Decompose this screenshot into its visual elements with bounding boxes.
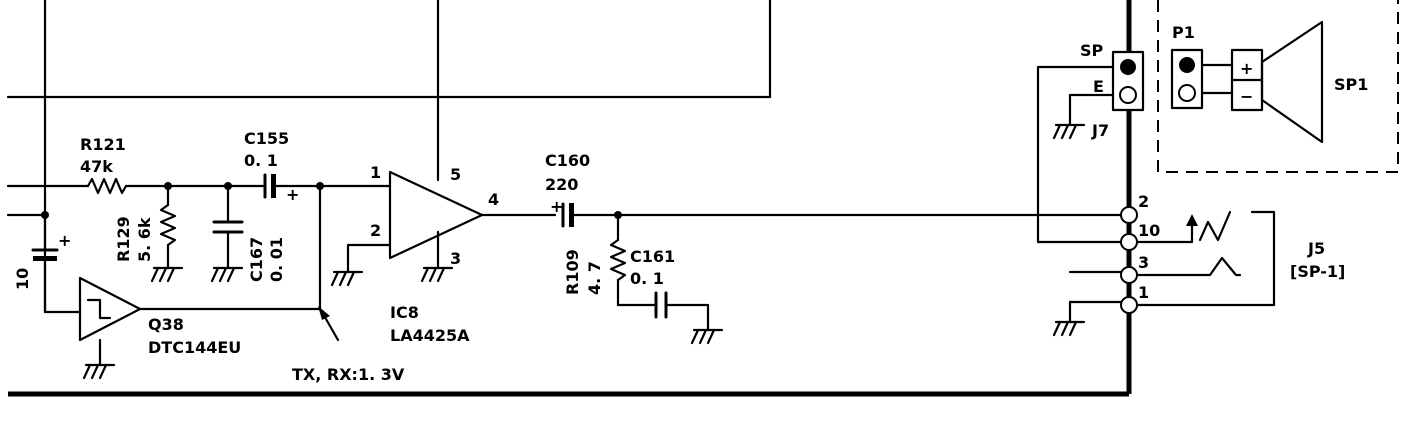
c161-value: 0. 1 — [630, 269, 664, 288]
c-left-value: 10 — [13, 268, 32, 290]
sp1-plus: + — [1240, 59, 1253, 78]
r121-ref: R121 — [80, 135, 126, 154]
r109-value: 4. 7 — [585, 261, 604, 295]
j5-pin1: 1 — [1138, 283, 1149, 302]
r129-resistor — [150, 184, 184, 283]
j7-ref: J7 — [1091, 121, 1109, 140]
c167-ref: C167 — [247, 237, 266, 282]
c-left-capacitor — [31, 213, 82, 314]
c160-ref: C160 — [545, 151, 590, 170]
input-line — [6, 177, 267, 195]
ic8-pin5: 5 — [450, 165, 461, 184]
c167-capacitor — [210, 184, 244, 283]
c155-value: 0. 1 — [244, 151, 278, 170]
j7-pin-e: E — [1093, 77, 1104, 96]
r129-value: 5. 6k — [135, 217, 154, 262]
j5-pin10: 10 — [1138, 221, 1160, 240]
speaker-unit — [1157, 0, 1399, 173]
r129-ref: R129 — [114, 216, 133, 262]
c155-plus: + — [286, 185, 299, 204]
sp1-ref: SP1 — [1334, 75, 1368, 94]
p1-ref: P1 — [1172, 23, 1195, 42]
voltage-arrow — [318, 306, 340, 342]
c167-value: 0. 01 — [267, 237, 286, 282]
sp1-minus: − — [1240, 87, 1253, 106]
r121-value: 47k — [80, 157, 113, 176]
ic8-pin4: 4 — [488, 190, 499, 209]
j5-label: [SP-1] — [1290, 262, 1345, 281]
r109-c161-network — [609, 213, 724, 345]
c161-ref: C161 — [630, 247, 675, 266]
c155-ref: C155 — [244, 129, 289, 148]
c160-value: 220 — [545, 175, 578, 194]
q38-part: DTC144EU — [148, 338, 241, 357]
ic8-amplifier — [330, 170, 557, 287]
c-left-plus: + — [58, 231, 71, 250]
r109-ref: R109 — [563, 249, 582, 295]
j5-pin2: 2 — [1138, 192, 1149, 211]
j7-connector — [1036, 50, 1145, 244]
q38-transistor — [78, 184, 322, 380]
ic8-pin3: 3 — [450, 249, 461, 268]
ic8-ref: IC8 — [390, 303, 419, 322]
board-edge — [8, 0, 1132, 397]
ic8-part: LA4425A — [390, 326, 470, 345]
ic8-pin2: 2 — [370, 221, 381, 240]
q38-ref: Q38 — [148, 315, 184, 334]
voltage-label: TX, RX:1. 3V — [292, 365, 405, 384]
j5-jack — [1052, 206, 1276, 337]
j5-ref: J5 — [1307, 239, 1325, 258]
j5-pin3: 3 — [1138, 253, 1149, 272]
ic8-pin1: 1 — [370, 163, 381, 182]
r121-resistor — [86, 177, 128, 195]
j7-pin-sp: SP — [1080, 41, 1104, 60]
c160-plus: + — [550, 197, 563, 216]
